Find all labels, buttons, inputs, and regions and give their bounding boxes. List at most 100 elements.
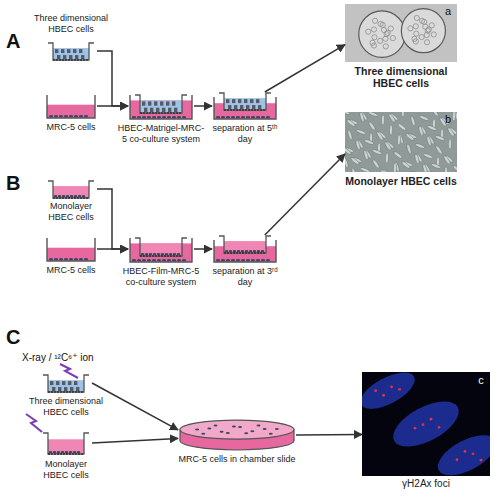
- spheroid-cell: [162, 108, 165, 112]
- spheroid-texture: [371, 27, 376, 32]
- spheroid-cell: [64, 387, 67, 391]
- separation-well: separation at 3ʳᵈ day: [212, 235, 278, 263]
- fibroblast-cell: [167, 259, 171, 261]
- epithelial-cell: [53, 451, 57, 453]
- epithelial-cell: [65, 451, 69, 453]
- culture-insert: Three dimensional HBEC cells: [45, 40, 97, 62]
- epithelial-cell: [57, 451, 61, 453]
- fibroblast-cell: [269, 433, 273, 435]
- foci-dot: [390, 386, 393, 389]
- fibroblast-cell: [172, 116, 176, 118]
- fibroblast-cell: [261, 259, 265, 261]
- culture-insert: Three dimensional HBEC cells: [40, 372, 92, 394]
- epithelial-cell: [229, 250, 233, 252]
- fibroblast-cell: [172, 259, 176, 261]
- spheroid-cell: [168, 108, 171, 112]
- epithelial-cell: [173, 253, 177, 255]
- epithelial-cell: [74, 195, 78, 197]
- spheroid-texture: [414, 15, 419, 20]
- spheroid-cell: [238, 99, 241, 103]
- fibroblast-cell: [256, 259, 260, 261]
- insert-membrane: [48, 453, 84, 455]
- monolayer-cell: [398, 134, 404, 144]
- fibroblast-cell: [220, 431, 224, 433]
- fibroblast-cell: [244, 432, 248, 434]
- monolayer-cell: [422, 164, 428, 172]
- epithelial-cell: [145, 253, 149, 255]
- epithelial-cell: [141, 253, 145, 255]
- epithelial-cell: [73, 451, 77, 453]
- spheroid-cell: [62, 381, 65, 385]
- node-label: Three dimensional HBEC cells: [340, 65, 462, 89]
- spheroid-cell: [228, 105, 231, 109]
- monolayer-cell: [381, 115, 385, 125]
- fibroblast-cell: [79, 115, 83, 117]
- spheroid-texture: [383, 36, 388, 41]
- epithelial-cell: [237, 250, 241, 252]
- fibroblast-cell: [69, 258, 73, 260]
- monolayer-cell: [351, 168, 357, 172]
- spheroid-cell: [166, 101, 169, 105]
- fibroblast-cell: [59, 258, 63, 260]
- spheroid-texture: [431, 32, 436, 37]
- monolayer-cell: [414, 154, 420, 164]
- fibroblast-cell: [157, 259, 161, 261]
- fibroblast-cell: [246, 259, 250, 261]
- fibroblast-cell: [250, 430, 254, 432]
- panel-letter: A: [6, 30, 20, 53]
- node-shape: [40, 372, 92, 394]
- monolayer-cell: [355, 140, 361, 150]
- node-label: MRC-5 cells: [41, 122, 101, 133]
- flow-arrow: [97, 248, 128, 250]
- monolayer-cell: [397, 123, 407, 132]
- epithelial-cell: [54, 195, 58, 197]
- spheroid-cell: [58, 387, 61, 391]
- insert-wall: [43, 375, 89, 392]
- epithelial-cell: [149, 253, 153, 255]
- epithelial-cell: [249, 250, 253, 252]
- monolayer-cell: [435, 135, 445, 141]
- flow-arrow: [97, 189, 128, 249]
- monolayer-cell: [456, 149, 457, 159]
- fibroblast-cell: [182, 259, 186, 261]
- fibroblast-cell: [238, 426, 242, 428]
- monolayer-cell: [393, 163, 397, 172]
- fibroblast-cell: [236, 259, 240, 261]
- foci-dot: [480, 459, 483, 462]
- photo-background: [345, 4, 457, 62]
- spheroid-cell: [150, 108, 153, 112]
- well-wall: [47, 95, 95, 118]
- fibroblast-cell: [226, 259, 230, 261]
- monolayer-cell: [447, 127, 455, 137]
- cell-nucleus: [432, 427, 490, 476]
- photo-background: [345, 112, 457, 172]
- monolayer-cell: [448, 139, 452, 149]
- spheroid-texture: [372, 35, 377, 40]
- insert-membrane: [53, 197, 89, 199]
- fibroblast-cell: [132, 116, 136, 118]
- fibroblast-cell: [177, 259, 181, 261]
- insert-wall: [48, 181, 94, 198]
- spheroid-cell: [69, 55, 72, 59]
- spheroid-texture: [385, 30, 390, 35]
- culture-medium: [130, 100, 192, 119]
- monolayer-cell: [415, 143, 425, 149]
- fibroblast-cell: [231, 116, 235, 118]
- node-label: γH2Ax foci: [362, 478, 490, 490]
- spheroid-cell: [73, 49, 76, 53]
- flow-arrow: [194, 105, 212, 107]
- spheroid-cell: [75, 55, 78, 59]
- well-wall: [130, 95, 192, 119]
- culture-insert: Monolayer HBEC cells: [40, 430, 92, 456]
- spheroid-texture: [383, 44, 388, 49]
- panel-letter: B: [6, 172, 20, 195]
- epithelial-cell: [61, 451, 65, 453]
- fibroblast-cell: [216, 259, 220, 261]
- node-shape: [212, 235, 278, 263]
- dish-rim: [180, 420, 294, 439]
- fibroblast-cell: [49, 115, 53, 117]
- monolayer-cell: [410, 116, 416, 126]
- foci-dot: [422, 423, 425, 426]
- fluorescence-image: cγH2Ax foci: [362, 372, 490, 476]
